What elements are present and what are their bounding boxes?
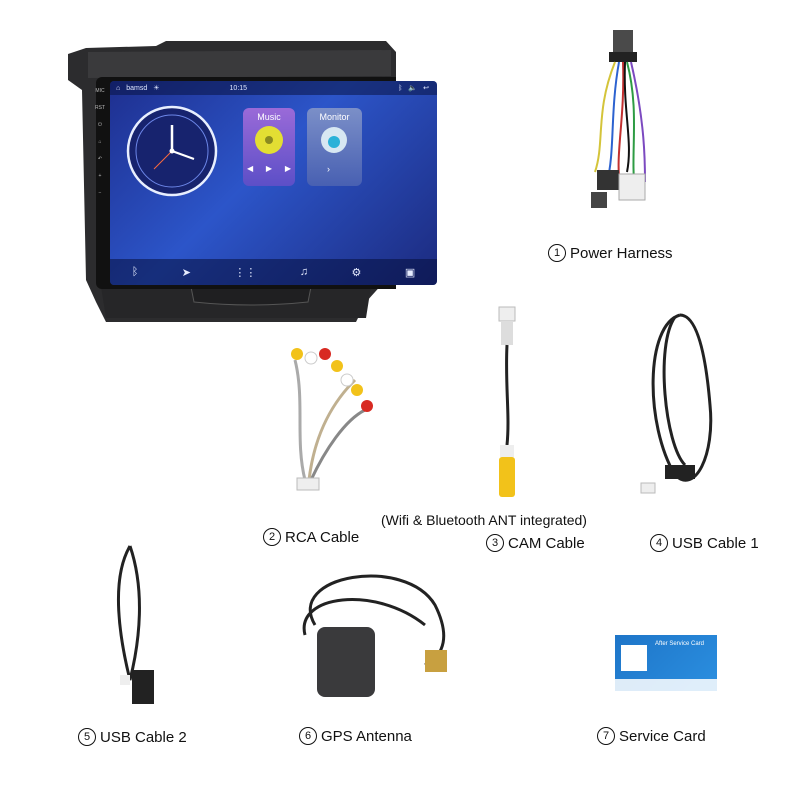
- volume-down-icon[interactable]: −: [98, 190, 102, 196]
- qr-code-icon: [621, 645, 647, 671]
- cam-cable-image: [498, 306, 516, 497]
- next-icon[interactable]: ▶: [284, 164, 291, 173]
- music-disc-icon: [255, 126, 283, 154]
- monitor-card[interactable]: Monitor ›: [307, 108, 362, 186]
- dock-bar: ᛒ ➤ ⋮⋮ ♫ ⚙ ▣: [110, 259, 437, 285]
- label-text: CAM Cable: [508, 534, 585, 552]
- service-card-image: After Service Card: [615, 635, 717, 691]
- label-number: 2: [263, 528, 281, 546]
- gps-antenna-image: [302, 574, 447, 697]
- monitor-next-icon[interactable]: ›: [327, 164, 330, 174]
- label-text: USB Cable 2: [100, 728, 187, 746]
- label-rca-cable: 2 RCA Cable: [263, 528, 359, 546]
- status-time: 10:15: [229, 84, 248, 92]
- usb-cable-1-image: [640, 313, 713, 494]
- label-number: 5: [78, 728, 96, 746]
- power-harness-image: [591, 30, 646, 208]
- label-text: RCA Cable: [285, 528, 360, 546]
- head-unit: MIC RST ⏻ ⌂ ↶ + − ⌂ bamsd ☀ 10:15 ᛒ 🔈 ↩ …: [66, 40, 437, 325]
- cam-cable-note: (Wifi & Bluetooth ANT integrated): [381, 512, 587, 528]
- label-gps-antenna: 6 GPS Antenna: [299, 727, 412, 745]
- rst-label: RST: [95, 105, 105, 111]
- home-icon[interactable]: ⌂: [98, 139, 102, 145]
- music-note-icon[interactable]: ♫: [299, 266, 309, 278]
- apps-grid-icon[interactable]: ⋮⋮: [234, 266, 257, 279]
- label-text: Power Harness: [570, 244, 673, 262]
- bluetooth-icon[interactable]: ᛒ: [131, 266, 139, 278]
- volume-icon: 🔈: [408, 85, 418, 92]
- label-number: 1: [548, 244, 566, 262]
- label-number: 7: [597, 727, 615, 745]
- status-bar: ⌂ bamsd ☀ 10:15 ᛒ 🔈 ↩: [110, 81, 437, 95]
- service-card-title: After Service Card: [655, 641, 705, 647]
- back-icon[interactable]: ↶: [97, 156, 103, 162]
- label-number: 3: [486, 534, 504, 552]
- music-card[interactable]: Music ◀ ▶ ▶: [243, 108, 295, 186]
- side-buttons: MIC RST ⏻ ⌂ ↶ + −: [94, 88, 106, 196]
- brightness-icon: ☀: [153, 85, 160, 92]
- usb-cable-2-image: [116, 545, 154, 704]
- label-text: GPS Antenna: [321, 727, 412, 745]
- radio-icon[interactable]: ▣: [404, 266, 416, 279]
- label-text: USB Cable 1: [672, 534, 759, 552]
- label-text: Service Card: [619, 727, 706, 745]
- power-icon[interactable]: ⏻: [98, 122, 102, 128]
- label-power-harness: 1 Power Harness: [548, 244, 673, 262]
- label-usb-cable-1: 4 USB Cable 1: [650, 534, 759, 552]
- clock-widget: [126, 105, 218, 197]
- label-usb-cable-2: 5 USB Cable 2: [78, 728, 187, 746]
- monitor-card-title: Monitor: [319, 112, 350, 122]
- bluetooth-icon: ᛒ: [398, 84, 403, 92]
- home-icon[interactable]: ⌂: [116, 84, 121, 92]
- mic-label: MIC: [95, 88, 105, 94]
- monitor-gauge-icon: [321, 127, 347, 153]
- label-number: 4: [650, 534, 668, 552]
- play-pause-icon[interactable]: ▶: [265, 164, 273, 173]
- navigation-icon[interactable]: ➤: [181, 266, 191, 279]
- label-number: 6: [299, 727, 317, 745]
- music-card-title: Music: [257, 112, 281, 122]
- back-arrow-icon[interactable]: ↩: [423, 85, 429, 92]
- rca-cable-image: [291, 348, 373, 491]
- label-service-card: 7 Service Card: [597, 727, 706, 745]
- label-cam-cable: 3 CAM Cable: [486, 534, 585, 552]
- volume-up-icon[interactable]: +: [98, 173, 102, 179]
- head-unit-screen[interactable]: ⌂ bamsd ☀ 10:15 ᛒ 🔈 ↩ Music ◀ ▶ ▶: [110, 81, 437, 285]
- settings-icon[interactable]: ⚙: [351, 266, 362, 279]
- prev-icon[interactable]: ◀: [247, 164, 254, 173]
- status-left-text: bamsd: [126, 84, 148, 92]
